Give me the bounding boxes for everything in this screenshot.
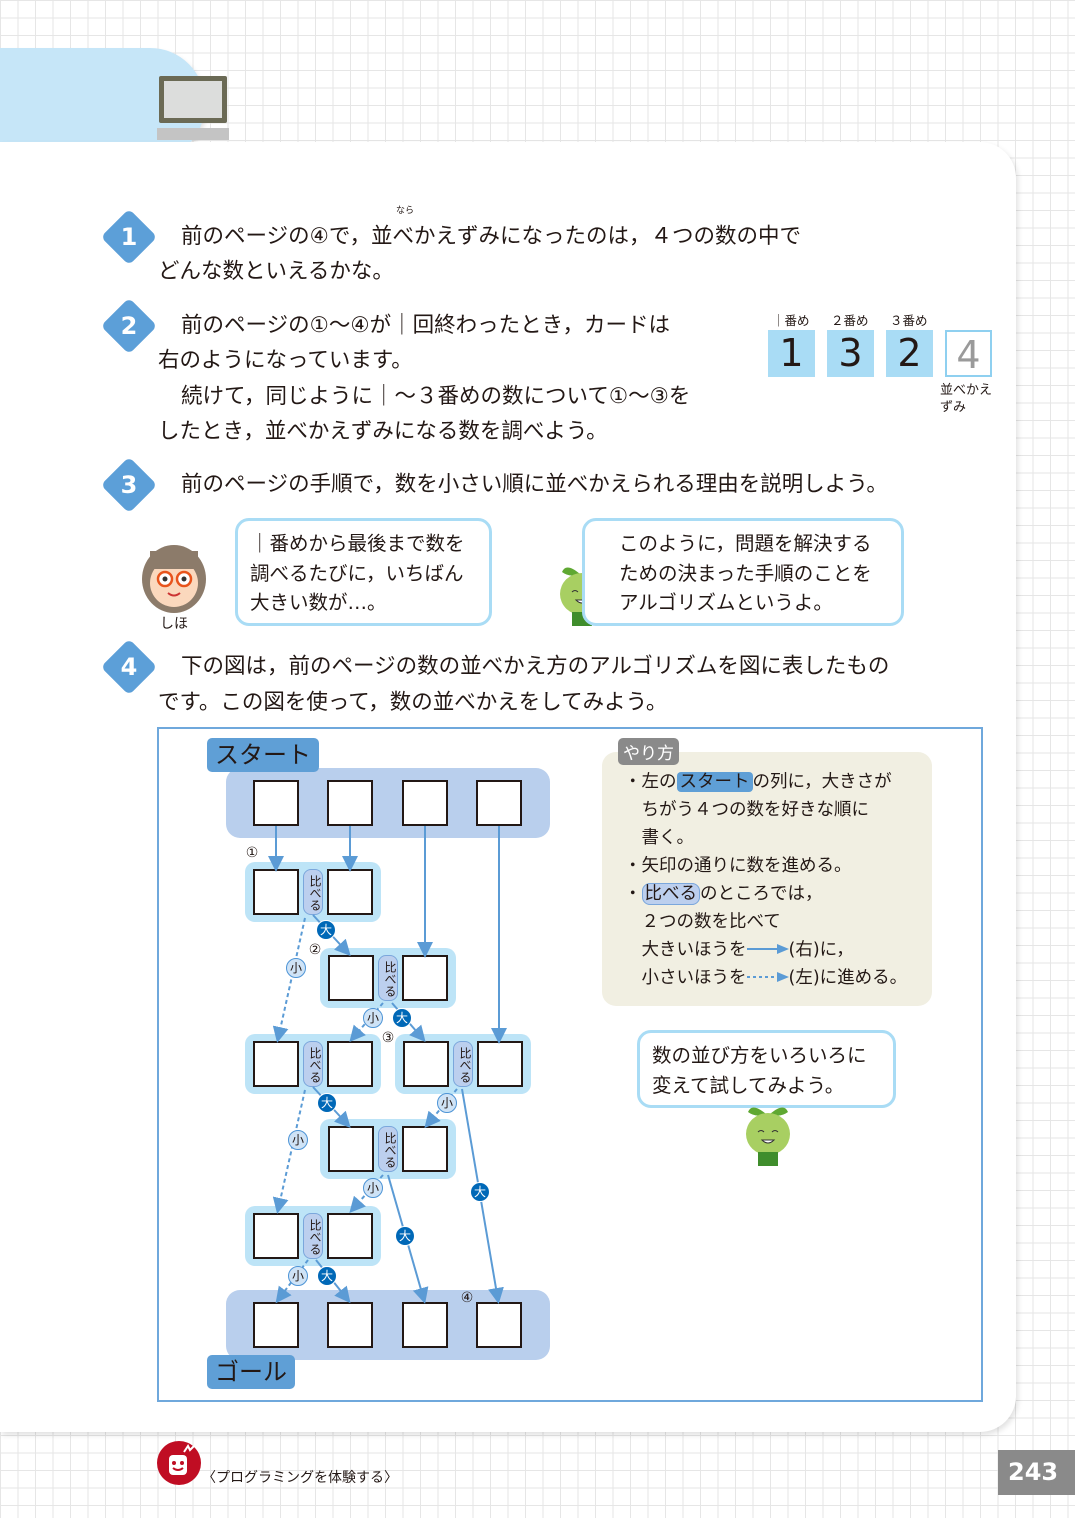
number-box xyxy=(402,1126,448,1172)
question-text: どんな数といえるかな。 xyxy=(158,259,394,284)
card-position-label: ３番め xyxy=(890,313,928,328)
large-badge: 大 xyxy=(470,1182,490,1202)
step-marker: ④ xyxy=(460,1290,474,1306)
howto-text: ・左の xyxy=(624,772,677,792)
question-text: したとき，並べかえずみになる数を調べよう。 xyxy=(158,419,608,444)
question-text: 右のようになっています。 xyxy=(158,348,413,373)
speech-bubble-mascot: このように，問題を解決する ための決まった手順のことを アルゴリズムというよ。 xyxy=(582,518,904,626)
number-card: 2 xyxy=(886,330,933,377)
question-text: 前のページの④で，並べかえずみになったのは，４つの数の中で xyxy=(181,224,801,249)
large-badge: 大 xyxy=(395,1226,415,1246)
start-box xyxy=(402,780,448,826)
compare-label: 比べる xyxy=(378,1126,398,1172)
howto-text: 小さいほうを xyxy=(641,968,747,988)
small-badge: 小 xyxy=(363,1178,383,1198)
start-highlight: スタート xyxy=(676,772,753,792)
mascot-icon xyxy=(746,1107,790,1166)
compare-label: 比べる xyxy=(453,1041,473,1087)
footer-caption: 〈プログラミングを体験する〉 xyxy=(202,1470,398,1486)
speech-bubble-shiho: ｜番めから最後まで数を 調べるたびに，いちばん 大きい数が…。 xyxy=(235,518,492,626)
howto-text: の列に，大きさが ちがう４つの数を好きな順に 書く。 ・矢印の通りに数を進める。… xyxy=(624,772,892,904)
number-box xyxy=(328,1126,374,1172)
number-box xyxy=(327,1213,373,1259)
compare-label: 比べる xyxy=(303,1213,323,1259)
small-arrow xyxy=(272,917,306,1043)
step-marker: ② xyxy=(308,942,322,958)
question-number: 2 xyxy=(120,312,138,340)
small-badge: 小 xyxy=(288,1130,308,1150)
question-text: 続けて，同じように｜～３番めの数について①～③を xyxy=(181,384,691,409)
number-box xyxy=(327,869,373,915)
speech-bubble-try: 数の並び方をいろいろに 変えて試してみよう。 xyxy=(637,1030,896,1108)
card-position-label: ｜番め xyxy=(772,313,810,328)
howto-title: やり方 xyxy=(618,738,679,765)
algorithm-diagram-frame xyxy=(157,727,983,1402)
start-box xyxy=(253,780,299,826)
question-number: 3 xyxy=(120,471,138,499)
ruby: なら xyxy=(396,206,415,216)
start-box xyxy=(476,780,522,826)
shiho-avatar xyxy=(142,545,206,613)
dashed-arrow-icon xyxy=(746,972,789,982)
number-box xyxy=(402,955,448,1001)
question-number: 4 xyxy=(120,653,138,681)
compare-highlight: 比べる xyxy=(641,883,700,905)
large-badge: 大 xyxy=(392,1008,412,1028)
computer-icon xyxy=(157,76,229,140)
howto-text: (左)に進める。 xyxy=(788,968,908,988)
goal-box xyxy=(327,1302,373,1348)
small-arrow xyxy=(272,1089,306,1214)
large-badge: 大 xyxy=(316,920,336,940)
programming-robot-icon xyxy=(157,1441,201,1485)
start-label: スタート xyxy=(207,738,319,772)
small-badge: 小 xyxy=(437,1093,457,1113)
compare-label: 比べる xyxy=(303,869,323,915)
solid-arrow-icon xyxy=(746,944,789,954)
compare-label: 比べる xyxy=(378,955,398,1001)
howto-box: ・左のスタートの列に，大きさが ちがう４つの数を好きな順に 書く。 ・矢印の通り… xyxy=(602,752,932,1006)
large-badge: 大 xyxy=(317,1093,337,1113)
question-text: 前のページの①～④が｜回終わったとき，カードは xyxy=(181,313,670,338)
number-box xyxy=(328,955,374,1001)
howto-text: (右)に， xyxy=(788,940,854,960)
step-marker: ③ xyxy=(381,1030,395,1046)
page-number: 243 xyxy=(998,1450,1075,1495)
howto-text: のところでは， ２つの数を比べて 大きいほうを xyxy=(641,884,823,960)
question-text: 前のページの手順で，数を小さい順に並べかえられる理由を説明しよう。 xyxy=(181,472,888,497)
question-text: 下の図は，前のページの数の並べかえ方のアルゴリズムを図に表したもの xyxy=(181,654,890,679)
start-box xyxy=(327,780,373,826)
small-badge: 小 xyxy=(288,1266,308,1286)
number-card-sorted: 4 xyxy=(945,330,992,377)
number-card: 1 xyxy=(768,330,815,377)
number-box xyxy=(477,1041,523,1087)
speaker-name: しほ xyxy=(160,616,188,632)
goal-label: ゴール xyxy=(207,1355,295,1389)
large-badge: 大 xyxy=(317,1266,337,1286)
small-badge: 小 xyxy=(363,1008,383,1028)
compare-label: 比べる xyxy=(303,1041,323,1087)
card-position-label: ２番め xyxy=(831,313,869,328)
number-card: 3 xyxy=(827,330,874,377)
sorted-note: 並べかえずみ xyxy=(940,383,993,415)
question-number: 1 xyxy=(120,223,138,251)
number-box xyxy=(403,1041,449,1087)
number-box xyxy=(253,1213,299,1259)
question-text: です。この図を使って，数の並べかえをしてみよう。 xyxy=(158,690,668,715)
step-marker: ① xyxy=(245,845,259,861)
small-badge: 小 xyxy=(286,958,306,978)
